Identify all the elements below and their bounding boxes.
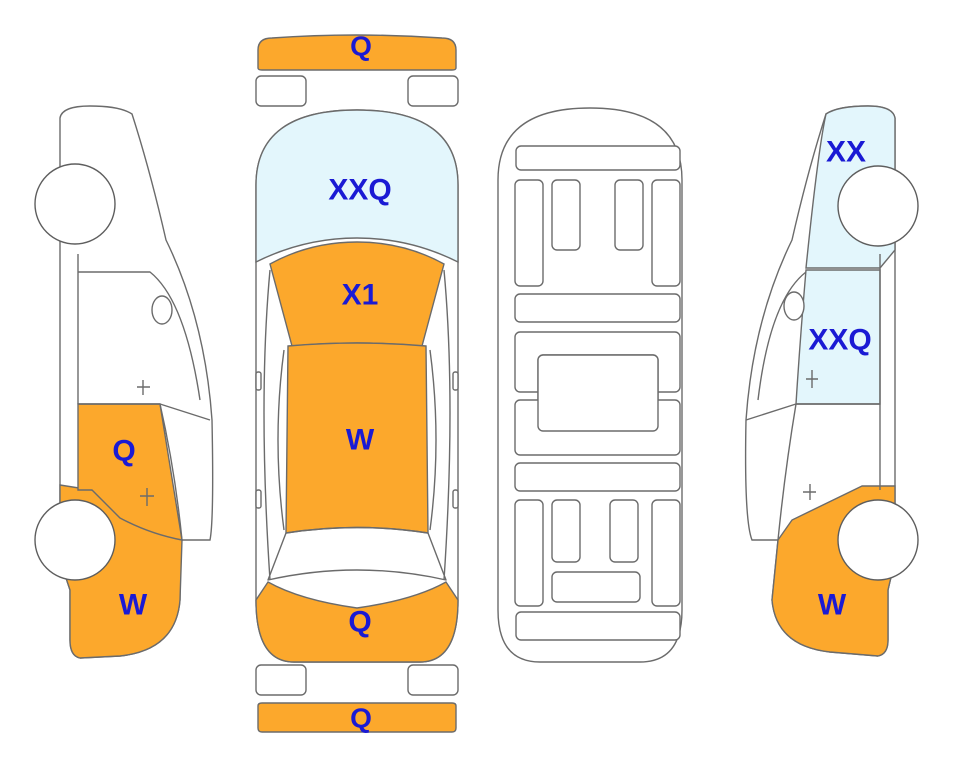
right-front-fender-label: XX (826, 136, 866, 169)
rear-window (267, 526, 447, 581)
left-mirror (255, 371, 262, 391)
right-front-wheel (837, 165, 919, 247)
left-mirror-side (151, 295, 173, 325)
left-side-view: Q W (34, 105, 214, 659)
right-side-windows (429, 269, 451, 581)
front-bumper-panel[interactable] (257, 34, 457, 71)
left-door-handle (255, 489, 262, 509)
right-window-line (745, 254, 881, 541)
right-front-door-label: XXQ (808, 324, 871, 357)
right-rear-wheel (837, 499, 919, 581)
right-rear-handle (803, 484, 816, 500)
right-front-handle (806, 370, 818, 388)
trunk-panel[interactable] (255, 581, 459, 663)
underside-rear-right-rail (651, 499, 681, 607)
underside-front-right-rail (651, 179, 681, 287)
rear-left-light (255, 664, 307, 696)
underside-front-bar (515, 145, 681, 171)
hood-label: XXQ (328, 174, 391, 207)
underside-rear-left-rail (514, 499, 544, 607)
front-bumper-label: Q (350, 31, 372, 62)
right-door-handle (452, 489, 459, 509)
underside-rear-left-bay (551, 499, 581, 563)
right-rear-quarter-label: W (818, 589, 847, 622)
underside-view (497, 107, 683, 663)
windshield-label: X1 (342, 279, 379, 312)
hood-panel[interactable] (255, 109, 459, 264)
rear-bumper-label: Q (350, 703, 372, 734)
rear-bumper-panel[interactable] (257, 702, 457, 733)
front-right-light (407, 75, 459, 107)
left-rear-wheel (34, 499, 116, 581)
right-mirror (452, 371, 459, 391)
trunk-label: Q (348, 606, 371, 639)
left-rear-door-label: Q (112, 435, 135, 468)
underside-cross-member-2 (514, 462, 681, 492)
left-window-line (77, 254, 211, 541)
right-mirror-side (783, 291, 805, 321)
rear-right-light (407, 664, 459, 696)
left-rear-handle (140, 488, 154, 506)
underside-rear-box (551, 571, 641, 603)
front-left-light (255, 75, 307, 107)
left-front-wheel (34, 163, 116, 245)
underside-front-left-rail (514, 179, 544, 287)
underside-center-tunnel-top (537, 354, 659, 432)
underside-cross-member-1 (514, 293, 681, 323)
left-rear-quarter-label: W (119, 589, 148, 622)
top-view: Q XXQ X1 W Q Q (255, 31, 459, 734)
underside-rear-bar (515, 611, 681, 641)
underside-rear-right-bay (609, 499, 639, 563)
underside-front-left-bay (551, 179, 581, 251)
left-side-windows (263, 269, 285, 581)
roof-label: W (346, 424, 375, 457)
left-front-handle (137, 380, 150, 395)
underside-front-right-bay (614, 179, 644, 251)
right-side-view: XX XXQ W (744, 105, 919, 657)
